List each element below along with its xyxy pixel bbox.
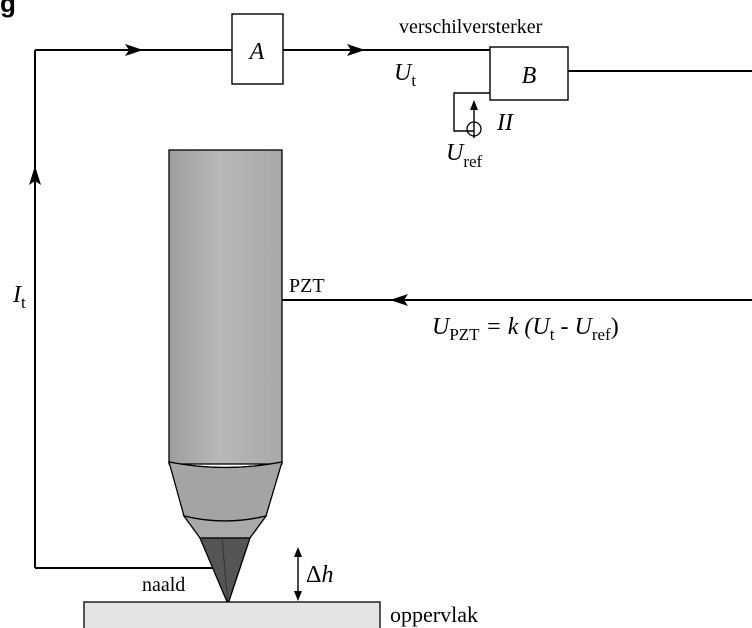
flow-arrows	[29, 44, 408, 306]
arrow-top-left	[125, 44, 143, 56]
circuit-wiring	[34, 49, 752, 569]
surface-label: oppervlak	[390, 602, 478, 627]
reference-arrow-head	[470, 100, 478, 110]
feedback-equation: UPZT = k (Ut - Uref)	[432, 314, 619, 344]
arrow-left-up	[29, 166, 41, 185]
delta-h-label: Δh	[306, 562, 333, 588]
reference-numeral: II	[496, 110, 514, 136]
reference-source-circle	[466, 121, 482, 137]
delta-h-indicator	[294, 547, 302, 601]
reference-wire	[453, 92, 490, 132]
surface	[83, 601, 381, 628]
ut-label: Ut	[394, 60, 416, 90]
block-a-label: A	[248, 39, 265, 65]
reference-source	[453, 92, 490, 138]
probe	[168, 149, 283, 606]
uref-label: Uref	[446, 140, 483, 171]
arrow-pzt-left	[390, 294, 408, 306]
tip-label: naald	[142, 574, 185, 596]
figure-label: g	[0, 0, 16, 18]
block-a: A	[231, 13, 284, 85]
pzt-cylinder	[168, 149, 283, 465]
amplifier-label: verschilversterker	[399, 16, 543, 38]
tip-facet	[221, 537, 229, 605]
block-b-label: B	[522, 63, 537, 89]
probe-taper	[182, 514, 268, 539]
arrow-top-right	[347, 44, 365, 56]
probe-cone	[168, 461, 283, 522]
block-b: B	[489, 46, 569, 101]
pzt-label: PZT	[289, 275, 325, 297]
current-label: It	[12, 282, 26, 312]
